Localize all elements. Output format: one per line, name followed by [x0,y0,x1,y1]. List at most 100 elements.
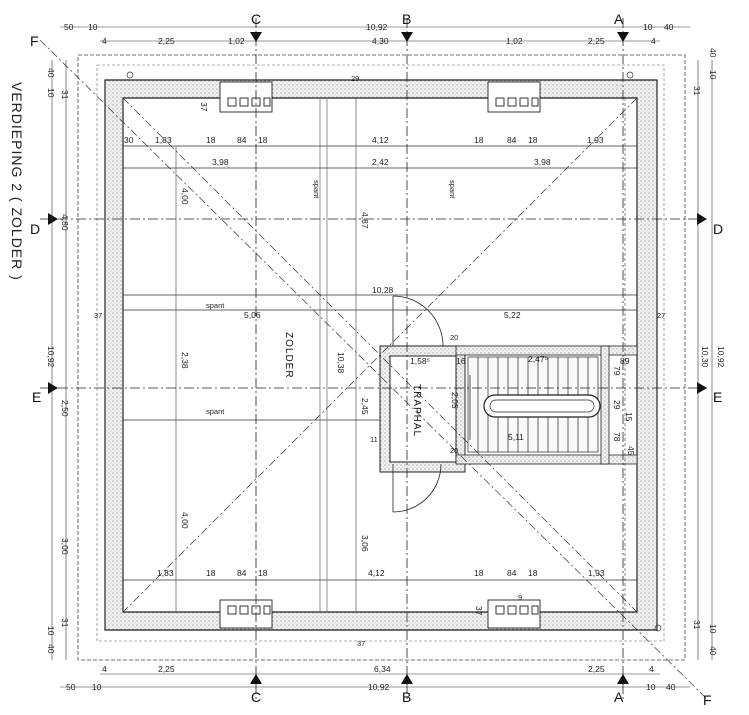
interior-dim: 18 [258,135,268,145]
wall-dim: 29 [351,74,359,83]
interior-dim: 18 [528,135,538,145]
spant-label: spant [206,301,225,310]
interior-vdim: 2,38 [180,352,190,369]
right-dim: 31 [692,620,702,630]
right-dim: 40 [708,646,718,656]
stair-dim: 2,47⁵ [528,354,548,364]
interior-dim: 1,93 [587,135,604,145]
top-dim: 10 [88,22,98,32]
stair-dim: 5,11 [508,432,524,442]
interior-vdim: 4,00 [180,512,190,529]
bottom-dim: 10 [92,682,102,692]
bottom-dim: 4 [649,664,654,674]
inner-dashed-border [96,64,665,642]
top-dim: 1,02 [506,36,523,46]
bottom-dim: 6,34 [374,664,391,674]
top-dim: 4 [651,36,656,46]
marker-b-top: B [402,11,411,27]
left-dim: 40 [46,644,56,654]
diagonal-lines [39,39,709,701]
interior-dim: 18 [528,568,538,578]
interior-dim: 1,83 [157,568,174,578]
interior-vdim: 10,38 [336,352,346,374]
interior-dim: 5,22 [504,310,521,320]
bottom-dim: 2,25 [158,664,175,674]
wall-dim: 37 [474,606,484,616]
right-dim: 31 [692,86,702,96]
wall-dim: 37 [94,311,102,320]
left-dim: 10 [46,88,56,98]
outer-dashed-border [77,54,686,661]
interior-dim: 1,93 [588,568,605,578]
section-axes [40,18,705,700]
interior-vdim: 2,45 [360,398,370,415]
top-dim: 40 [664,22,674,32]
interior-dim: 18 [206,135,216,145]
interior-dim: 10,28 [372,285,394,295]
interior-dim: 4,12 [368,568,385,578]
spant-label: spant [206,407,225,416]
bottom-dim: 50 [66,682,76,692]
interior-dim: 30 [124,135,134,145]
marker-e-left: E [32,389,41,405]
top-dim: 2,25 [588,36,605,46]
top-dim: 10,92 [366,22,388,32]
left-dim: 3,00 [60,538,70,555]
right-dim: 40 [708,48,718,58]
marker-e-right: E [713,389,722,405]
stair-dim: 79 [612,366,622,376]
bottom-dim: 4 [102,664,107,674]
bottom-dim: 10,92 [368,682,390,692]
right-dim: 10,92 [716,346,726,368]
section-markers [48,32,707,684]
stair-dim: 16 [456,356,466,366]
corner-markers [126,71,662,632]
top-dim: 10 [643,22,653,32]
stair-dim: 1,58⁵ [410,356,430,366]
interior-dim: 3,98 [212,157,229,167]
top-dim: 2,25 [158,36,175,46]
structural-lines [123,98,637,612]
door-swings [392,295,444,513]
marker-f-bottom: F [703,692,712,708]
room-label-traphal: TRAPHAL [411,384,422,437]
wall-dim: 20 [450,333,458,342]
interior-dim: 84 [237,135,247,145]
left-dim: 10 [46,626,56,636]
right-dim: 10 [708,624,718,634]
top-dim: 50 [64,22,74,32]
stair-dim: 2,05 [450,392,460,409]
interior-dim: 84 [237,568,247,578]
marker-c-top: C [251,11,261,27]
dimension-lines [51,26,713,688]
chimney-blocks [219,81,541,629]
interior-vdim: 4,00 [180,188,190,205]
interior-dim: 4,12 [372,135,389,145]
left-dim: 2,50 [60,400,70,417]
marker-c-bottom: C [251,689,261,705]
bottom-dim: 10 [646,682,656,692]
interior-dim: 1,83 [155,135,172,145]
bottom-dim: 2,25 [588,664,605,674]
left-dim: 10,92 [46,346,56,368]
wall-dim: 37 [199,102,209,112]
interior-dim: 18 [206,568,216,578]
interior-dim: 18 [474,135,484,145]
top-dim: 1,02 [228,36,245,46]
marker-f-top: F [30,33,39,49]
marker-d-left: D [30,221,40,237]
interior-dim: 84 [507,135,517,145]
marker-d-right: D [713,221,723,237]
interior-dim: 18 [258,568,268,578]
interior-dim: 2,42 [372,157,389,167]
interior-dim: 84 [507,568,517,578]
staircase [467,356,601,453]
interior-vdim: 4,87 [360,212,370,229]
right-dim: 10 [708,70,718,80]
left-dim: 31 [60,618,70,628]
stair-dim: 15 [624,412,634,422]
bottom-dim: 40 [666,682,676,692]
plan-title: VERDIEPING 2 ( ZOLDER ) [9,82,25,281]
room-label-zolder: ZOLDER [283,332,294,379]
